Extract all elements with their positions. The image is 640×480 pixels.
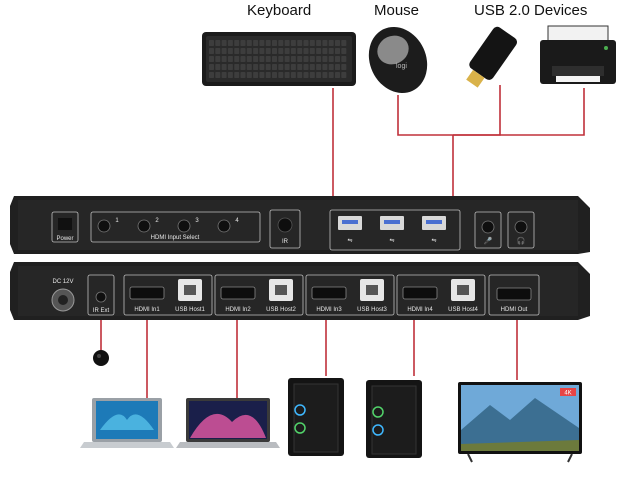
hdmi-in-label: HDMI In4 <box>407 307 433 313</box>
input-select-button-4 <box>217 219 231 233</box>
hdmi-in-label: HDMI In2 <box>225 307 251 313</box>
port-group-3 <box>305 274 395 316</box>
usb-host-label: USB Host4 <box>448 307 478 313</box>
hdmi-port <box>220 286 256 300</box>
hdmi-in-label: HDMI In1 <box>134 307 160 313</box>
input-select-button-2 <box>137 219 151 233</box>
input-select-number: 1 <box>115 218 119 224</box>
mouse-label: Mouse <box>374 2 420 19</box>
usb-host-label: USB Host3 <box>357 307 387 313</box>
mouse-logo: logi <box>396 63 407 70</box>
keyboard-label: Keyboard <box>247 2 312 19</box>
hdmi-port <box>129 286 165 300</box>
input-select-button-1 <box>97 219 111 233</box>
input-select-button-3 <box>177 219 191 233</box>
keyboard-device <box>202 32 356 86</box>
mouse-cable <box>397 95 453 136</box>
usb-stick-cable <box>453 85 501 136</box>
ir-label: IR <box>282 239 289 245</box>
input-select-number: 3 <box>195 218 199 224</box>
input-select-label: HDMI Input Select <box>151 235 200 241</box>
usb-host-label: USB Host2 <box>266 307 296 313</box>
svg-text:🎧: 🎧 <box>517 236 526 245</box>
usb-symbol-icon: ⇋ <box>431 237 436 244</box>
input-select-number: 2 <box>155 218 159 224</box>
tv-4k-badge: 4K <box>564 391 571 397</box>
ir-receiver <box>93 350 109 366</box>
tv-monitor: 4K <box>458 382 582 463</box>
laptop-2 <box>176 398 280 448</box>
hdmi-port <box>311 286 347 300</box>
usb-host-label: USB Host1 <box>175 307 205 313</box>
desktop-pc-2 <box>366 380 422 458</box>
power-label: Power <box>56 236 73 242</box>
usb-symbol-icon: ⇋ <box>347 237 352 244</box>
laptop-1 <box>80 398 174 448</box>
usb-symbol-icon: ⇋ <box>389 237 394 244</box>
ir-ext-label: IR Ext <box>93 308 110 314</box>
mouse-device: logi <box>368 26 428 94</box>
input-select-number: 4 <box>235 218 239 224</box>
desktop-pc-1 <box>288 378 344 456</box>
port-group-4 <box>396 274 486 316</box>
hdmi-port <box>402 286 438 300</box>
printer-device <box>540 25 616 84</box>
port-group-1 <box>123 274 213 316</box>
kvm-rear-panel: HDMI In1 USB Host1 HDMI In2 USB Host2 HDMI I… <box>10 262 590 320</box>
port-group-2 <box>214 274 304 316</box>
printer-cable <box>453 88 585 136</box>
dc-12v-label: DC 12V <box>52 279 73 285</box>
hdmi-in-label: HDMI In3 <box>316 307 342 313</box>
hdmi-out-label: HDMI Out <box>501 307 528 313</box>
usb-devices-label: USB 2.0 Devices <box>474 2 588 19</box>
usb-stick-device <box>466 26 517 88</box>
svg-text:🎤: 🎤 <box>484 236 493 245</box>
